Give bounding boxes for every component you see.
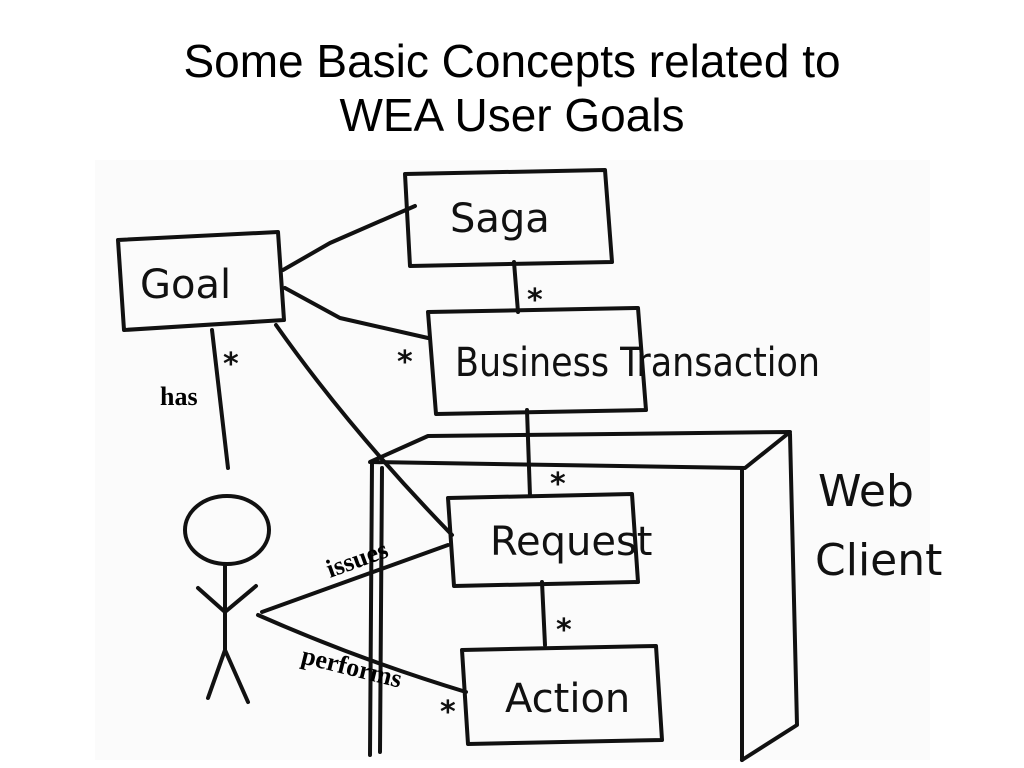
performs-connector (256, 613, 468, 694)
multiplicity-goal-user: * (223, 347, 239, 382)
business-transaction-box-outline (426, 306, 648, 416)
web-client-left-edge-inner (378, 466, 384, 754)
saga-box: Saga (403, 168, 614, 268)
saga-business-connector (512, 260, 520, 314)
web-client-top-face (368, 430, 792, 470)
action-box: Action (460, 644, 664, 746)
multiplicity-goal-business: * (397, 345, 413, 380)
request-box-label: Request (490, 519, 652, 565)
multiplicity-business-request: * (550, 467, 566, 502)
issues-connector (260, 543, 450, 614)
business-transaction-box: Business Transaction (426, 306, 820, 416)
user-stick-figure-icon (183, 494, 271, 704)
goal-user-connector (210, 328, 230, 470)
multiplicity-request-action: * (556, 613, 572, 648)
saga-box-outline (403, 168, 614, 268)
goal-business-connector (283, 286, 430, 340)
request-box: Request (446, 492, 652, 588)
goal-box-label: Goal (140, 262, 231, 308)
stick-figure-arms (196, 584, 258, 614)
saga-box-label: Saga (450, 196, 550, 242)
slide-title: Some Basic Concepts related to WEA User … (0, 34, 1024, 142)
connectors (210, 204, 547, 694)
multiplicity-saga-business: * (527, 283, 543, 318)
slide-title-line-1: Some Basic Concepts related to (183, 35, 841, 87)
slide-title-line-2: WEA User Goals (339, 89, 685, 141)
goal-box: Goal (116, 230, 286, 332)
relation-label-has: has (160, 382, 198, 411)
business-transaction-box-label: Business Transaction (455, 340, 820, 386)
request-action-connector (540, 580, 547, 647)
stick-figure-head (183, 494, 271, 566)
web-client-container: Web Client (368, 430, 942, 762)
multiplicity-performs-action: * (440, 695, 456, 730)
business-request-connector (525, 408, 532, 498)
relation-label-performs: performs (299, 641, 405, 694)
stick-figure-legs (206, 648, 250, 704)
relation-labels: has issues performs (160, 382, 405, 694)
goal-request-connector (274, 323, 454, 537)
goal-box-outline (116, 230, 286, 332)
web-client-left-edge (368, 460, 374, 757)
web-client-label-client: Client (815, 535, 942, 586)
request-box-outline (446, 492, 640, 588)
web-client-label-web: Web (818, 466, 914, 517)
action-box-label: Action (505, 676, 630, 722)
goal-saga-connector (281, 204, 417, 272)
action-box-outline (460, 644, 664, 746)
multiplicity-marks: * * * * * * (223, 283, 572, 730)
web-client-back-right-edge (740, 432, 799, 762)
